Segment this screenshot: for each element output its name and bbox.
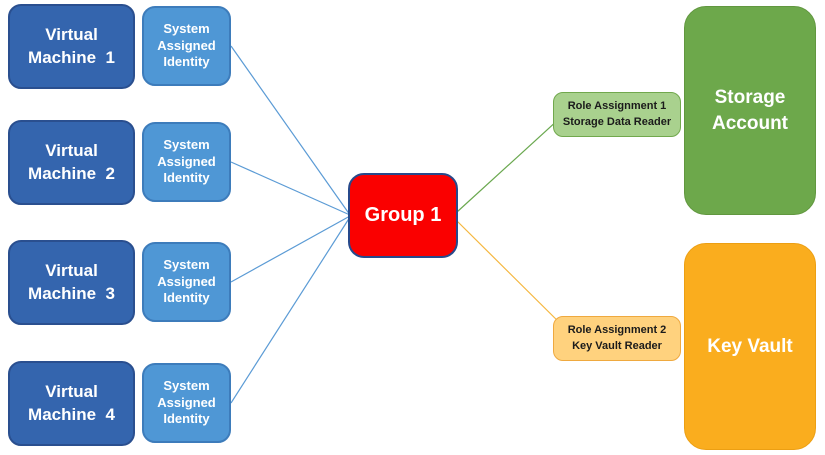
vm-box-3: Virtual Machine 3	[8, 240, 135, 325]
vm-label-3: Virtual Machine 3	[28, 261, 115, 303]
connector-identity4-group	[230, 216, 351, 404]
role-assignment-keyvault-title: Role Assignment 2	[567, 323, 667, 336]
role-assignment-storage-role: Storage Data Reader	[562, 115, 672, 128]
identity-box-1: System Assigned Identity	[142, 6, 231, 86]
storage-account-box: Storage Account	[684, 6, 816, 215]
role-assignment-keyvault-box: Role Assignment 2 Key Vault Reader	[553, 316, 681, 361]
group-box: Group 1	[348, 173, 458, 258]
role-assignment-storage-box: Role Assignment 1 Storage Data Reader	[553, 92, 681, 137]
connector-identity3-group	[230, 215, 351, 283]
connector-identity2-group	[230, 161, 351, 216]
connector-group-storage	[456, 108, 571, 213]
identity-label-1: System Assigned Identity	[157, 20, 216, 70]
identity-box-2: System Assigned Identity	[142, 122, 231, 202]
role-assignment-storage-title: Role Assignment 1	[567, 99, 667, 112]
vm-box-2: Virtual Machine 2	[8, 120, 135, 205]
identity-box-4: System Assigned Identity	[142, 363, 231, 443]
vm-box-1: Virtual Machine 1	[8, 4, 135, 89]
connector-identity1-group	[230, 45, 351, 216]
identity-box-3: System Assigned Identity	[142, 242, 231, 322]
storage-account-label: Storage Account	[712, 86, 788, 134]
group-label: Group 1	[364, 204, 442, 226]
role-assignment-keyvault-role: Key Vault Reader	[572, 339, 662, 352]
identity-label-3: System Assigned Identity	[157, 256, 216, 306]
key-vault-label: Key Vault	[707, 335, 793, 357]
identity-label-2: System Assigned Identity	[157, 136, 216, 186]
key-vault-box: Key Vault	[684, 243, 816, 450]
vm-label-4: Virtual Machine 4	[28, 382, 115, 424]
identity-label-4: System Assigned Identity	[157, 377, 216, 427]
vm-label-2: Virtual Machine 2	[28, 141, 115, 183]
vm-label-1: Virtual Machine 1	[28, 25, 115, 67]
vm-box-4: Virtual Machine 4	[8, 361, 135, 446]
